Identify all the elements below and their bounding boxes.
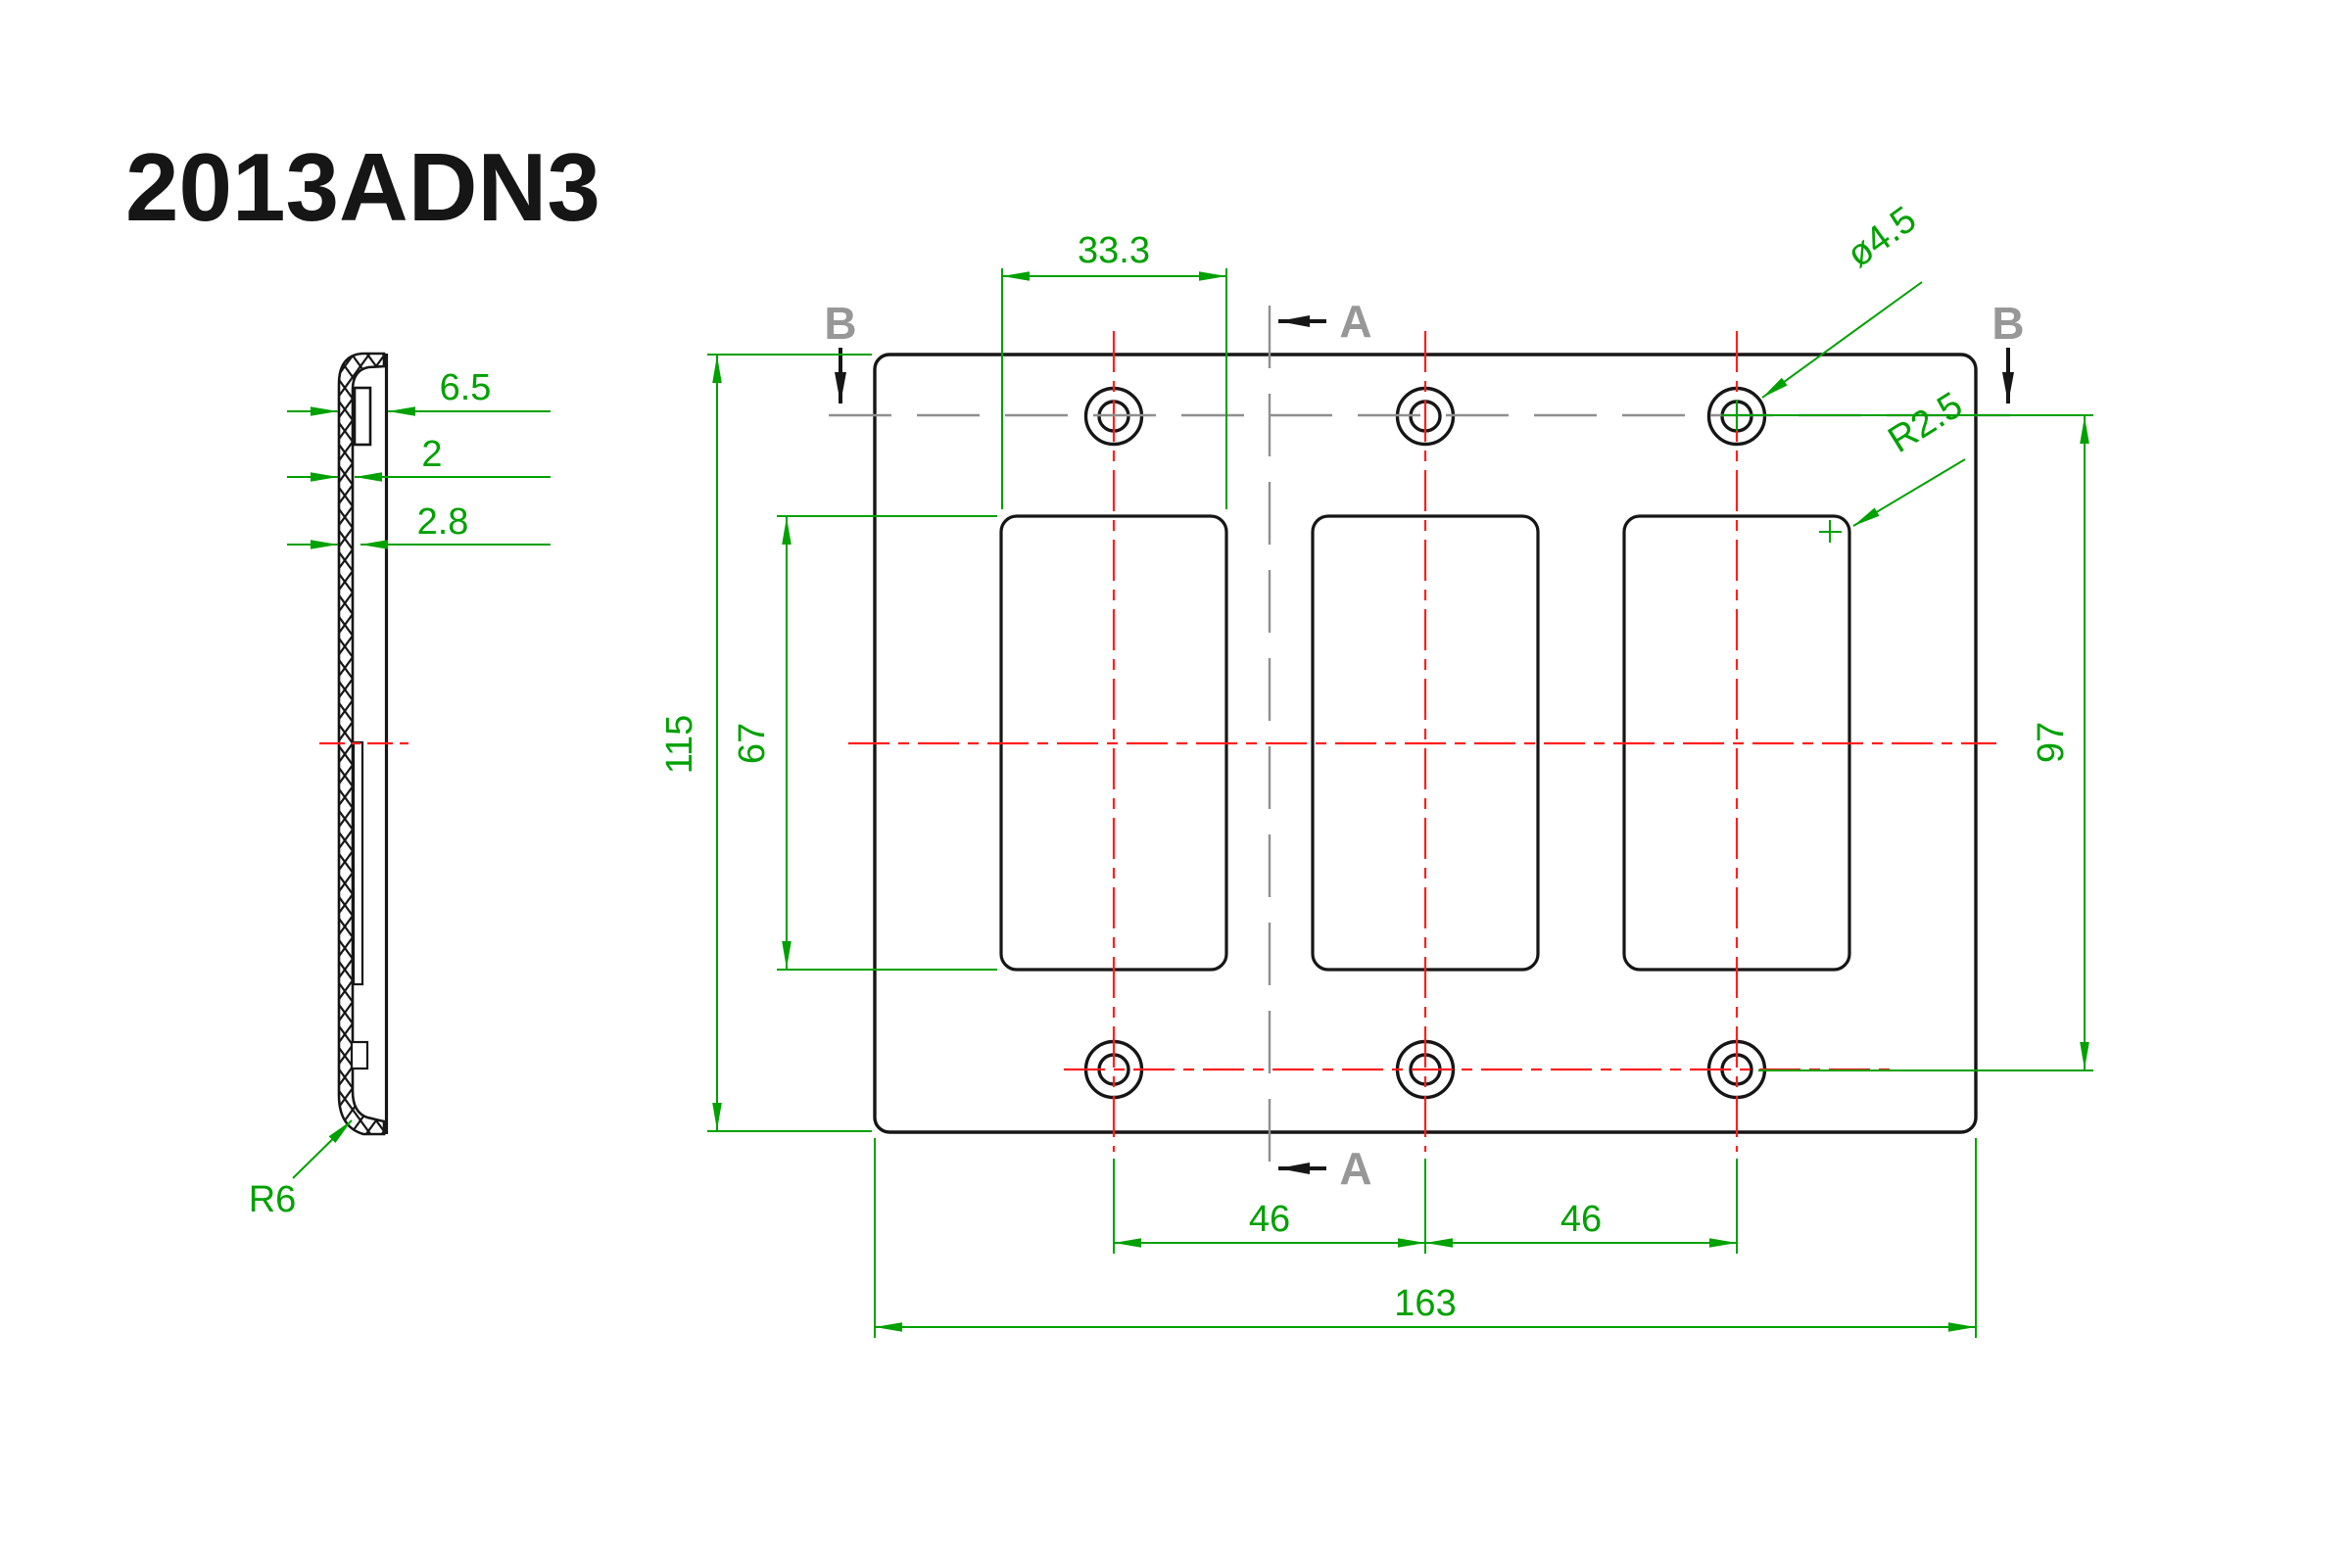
leader-corner-radius <box>1852 458 1966 527</box>
dim-window-height: 67 <box>732 723 773 764</box>
dim-window-width: 33.3 <box>1078 230 1150 271</box>
dim-hole-row-span: 97 <box>2031 722 2072 763</box>
drawing-title: 2013ADN3 <box>125 133 600 241</box>
dim-wall-thickness: 2 <box>421 434 442 475</box>
side-lower-step <box>350 1040 369 1070</box>
side-view <box>319 352 412 1136</box>
dim-gang-pitch-left: 46 <box>1249 1199 1290 1240</box>
side-mid-rib <box>352 740 364 986</box>
section-label-b-left: B <box>824 298 856 349</box>
side-view-dimensions <box>287 406 551 1179</box>
dim-window-corner-radius: R2.5 <box>1881 385 1969 461</box>
dim-hole-diameter: ø4.5 <box>1840 199 1924 276</box>
section-label-a-bottom: A <box>1339 1143 1371 1194</box>
section-label-a-top: A <box>1339 296 1371 347</box>
side-section-wall <box>337 352 386 1136</box>
dimension-lines <box>707 268 2093 1338</box>
dim-rib-depth: 2.8 <box>417 501 469 543</box>
centerlines <box>848 331 1996 1152</box>
side-upper-lug <box>353 386 372 447</box>
section-lines <box>829 306 2010 1185</box>
leader-hole-diameter <box>1761 281 1923 399</box>
section-arrows <box>835 315 2014 1174</box>
dim-gang-pitch-right: 46 <box>1560 1199 1602 1240</box>
dim-plate-height: 115 <box>659 715 700 775</box>
dim-plate-width: 163 <box>1394 1283 1456 1324</box>
dim-edge-depth: 6.5 <box>440 367 492 408</box>
section-label-b-right: B <box>1991 298 2024 349</box>
dim-edge-radius: R6 <box>249 1179 297 1220</box>
